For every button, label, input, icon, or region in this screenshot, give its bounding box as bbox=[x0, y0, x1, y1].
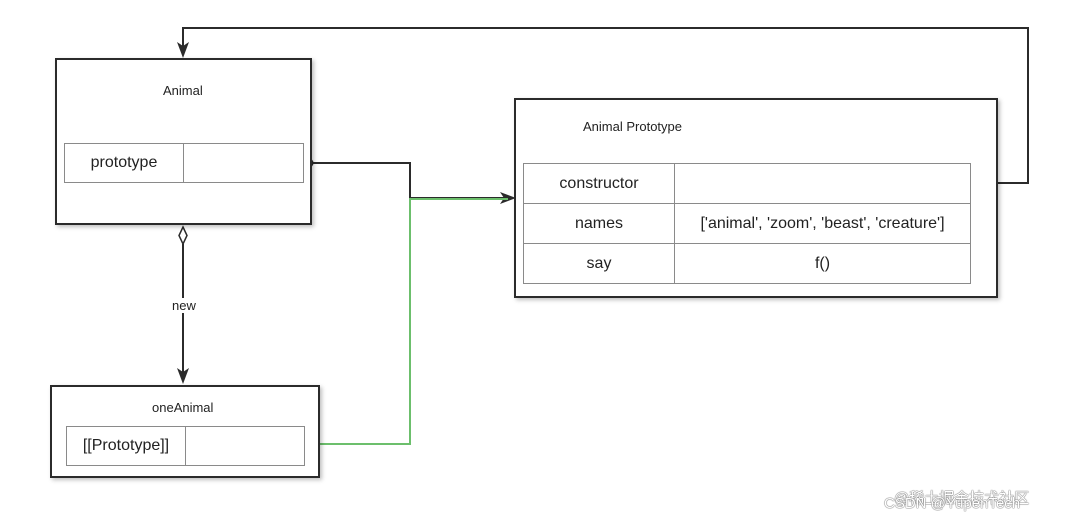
one-animal-field-key: [[Prototype]] bbox=[66, 426, 186, 466]
animal-prototype-link bbox=[309, 162, 508, 199]
one-animal-node: oneAnimal [[Prototype]] bbox=[50, 385, 320, 478]
watermark-line-2: CSDN @YupenTech bbox=[884, 495, 1021, 512]
animal-field-row: prototype bbox=[64, 143, 304, 183]
one-animal-node-title: oneAnimal bbox=[152, 400, 214, 415]
animal-prototype-field-key: constructor bbox=[523, 163, 675, 204]
one-animal-fields: [[Prototype]] bbox=[66, 426, 305, 466]
animal-prototype-field-value: ['animal', 'zoom', 'beast', 'creature'] bbox=[674, 203, 971, 244]
animal-fields: prototype bbox=[64, 143, 304, 183]
animal-node: Animal prototype bbox=[55, 58, 312, 225]
constructor-link-arrowhead bbox=[177, 42, 189, 58]
animal-prototype-fields: constructor names ['animal', 'zoom', 'be… bbox=[523, 163, 971, 284]
one-animal-prototype-link bbox=[312, 198, 508, 445]
one-animal-field-row: [[Prototype]] bbox=[66, 426, 305, 466]
new-link-arrowhead bbox=[177, 368, 189, 384]
animal-prototype-field-value: f() bbox=[674, 243, 971, 284]
new-edge-label: new bbox=[170, 298, 198, 313]
animal-prototype-node: Animal Prototype constructor names ['ani… bbox=[514, 98, 998, 298]
animal-field-value bbox=[183, 143, 304, 183]
animal-prototype-node-title: Animal Prototype bbox=[583, 119, 682, 134]
animal-prototype-field-key: names bbox=[523, 203, 675, 244]
animal-prototype-field-row: constructor bbox=[523, 163, 971, 204]
one-animal-field-value bbox=[185, 426, 305, 466]
watermark-line-1: @稀土掘金技术社区 bbox=[894, 490, 1030, 507]
animal-prototype-field-value bbox=[674, 163, 971, 204]
animal-prototype-field-row: names ['animal', 'zoom', 'beast', 'creat… bbox=[523, 203, 971, 244]
animal-field-key: prototype bbox=[64, 143, 184, 183]
animal-prototype-field-key: say bbox=[523, 243, 675, 284]
new-link-diamond bbox=[178, 225, 188, 246]
constructor-link bbox=[182, 27, 1029, 184]
animal-node-title: Animal bbox=[163, 83, 203, 98]
animal-prototype-field-row: say f() bbox=[523, 243, 971, 284]
